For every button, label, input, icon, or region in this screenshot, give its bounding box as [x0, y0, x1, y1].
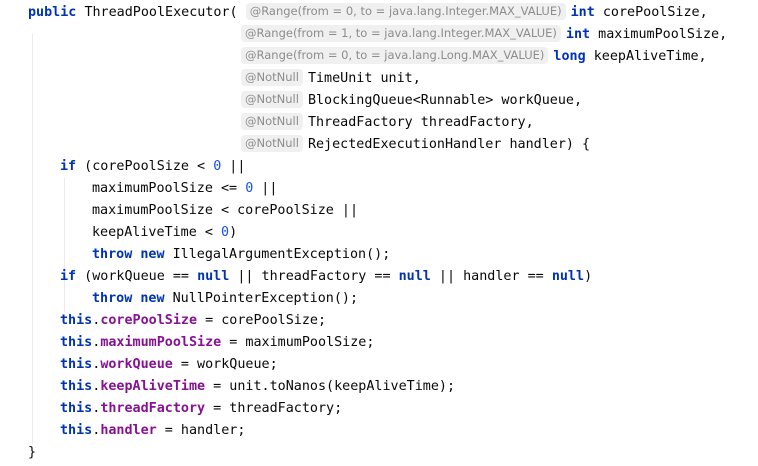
- paren-close: ): [584, 269, 593, 284]
- code-line-9[interactable]: maximumPoolSize <= 0 ||: [92, 178, 277, 200]
- condition-text: || handler ==: [430, 269, 552, 284]
- param-unit: TimeUnit unit,: [307, 71, 421, 86]
- field-core-pool-size: corePoolSize: [100, 313, 198, 328]
- exception-illegal-argument: IllegalArgumentException();: [164, 247, 391, 262]
- assignment-rhs: = threadFactory;: [205, 401, 343, 416]
- assignment-rhs: = maximumPoolSize;: [221, 335, 375, 350]
- keyword-long: long: [553, 49, 586, 64]
- keyword-this: this: [60, 379, 93, 394]
- param-keep-alive-time: keepAliveTime,: [593, 49, 707, 64]
- code-line-10[interactable]: maximumPoolSize < corePoolSize ||: [92, 200, 358, 222]
- field-keep-alive-time: keepAliveTime: [100, 379, 206, 394]
- field-handler: handler: [100, 423, 157, 438]
- param-thread-factory: ThreadFactory threadFactory,: [307, 115, 534, 130]
- code-line-13[interactable]: if (workQueue == null || threadFactory =…: [60, 266, 592, 288]
- dot: .: [92, 423, 101, 438]
- dot: .: [92, 313, 101, 328]
- code-line-14[interactable]: throw new NullPointerException();: [92, 288, 358, 310]
- code-line-15[interactable]: this.corePoolSize = corePoolSize;: [60, 310, 326, 332]
- condition-text: maximumPoolSize < corePoolSize ||: [92, 203, 359, 218]
- exception-null-pointer: NullPointerException();: [164, 291, 359, 306]
- dot: .: [92, 379, 101, 394]
- parameter-hint-notnull: @NotNull: [241, 69, 303, 86]
- code-line-19[interactable]: this.threadFactory = threadFactory;: [60, 398, 342, 420]
- condition-text: (corePoolSize <: [76, 159, 214, 174]
- param-maximum-pool-size: maximumPoolSize,: [598, 27, 728, 42]
- keyword-this: this: [60, 313, 93, 328]
- assignment-rhs: = workQueue;: [172, 357, 278, 372]
- parameter-hint-range: @Range(from = 0, to = java.lang.Long.MAX…: [241, 47, 549, 64]
- parameter-hint-notnull: @NotNull: [241, 113, 303, 130]
- keyword-int: int: [570, 5, 595, 20]
- code-line-18[interactable]: this.keepAliveTime = unit.toNanos(keepAl…: [60, 376, 455, 398]
- dot: .: [92, 335, 101, 350]
- param-core-pool-size: corePoolSize,: [602, 5, 708, 20]
- indent-guide-outer: [32, 34, 33, 444]
- param-handler: RejectedExecutionHandler handler) {: [307, 137, 591, 152]
- code-line-21[interactable]: }: [28, 442, 36, 464]
- code-line-12[interactable]: throw new IllegalArgumentException();: [92, 244, 390, 266]
- keyword-public: public: [28, 5, 77, 20]
- keyword-throw: throw: [92, 291, 133, 306]
- closing-brace: }: [28, 445, 37, 460]
- keyword-null: null: [398, 269, 431, 284]
- code-line-4[interactable]: @NotNull TimeUnit unit,: [241, 68, 421, 90]
- operator-or: ||: [221, 159, 246, 174]
- keyword-this: this: [60, 357, 93, 372]
- keyword-throw: throw: [92, 247, 133, 262]
- parameter-hint-notnull: @NotNull: [241, 91, 303, 108]
- keyword-int: int: [565, 27, 591, 42]
- dot: .: [92, 401, 101, 416]
- assignment-rhs: = handler;: [156, 423, 246, 438]
- code-line-11[interactable]: keepAliveTime < 0): [92, 222, 237, 244]
- assignment-rhs: = corePoolSize;: [197, 313, 327, 328]
- code-line-3[interactable]: @Range(from = 0, to = java.lang.Long.MAX…: [241, 46, 707, 68]
- dot: .: [92, 357, 101, 372]
- keyword-this: this: [60, 401, 93, 416]
- constructor-name: ThreadPoolExecutor(: [84, 5, 238, 20]
- keyword-if: if: [60, 269, 77, 284]
- parameter-hint-range: @Range(from = 1, to = java.lang.Integer.…: [241, 25, 561, 42]
- keyword-null: null: [551, 269, 585, 284]
- keyword-new: new: [140, 247, 165, 262]
- field-maximum-pool-size: maximumPoolSize: [100, 335, 222, 350]
- code-line-5[interactable]: @NotNull BlockingQueue<Runnable> workQueu…: [241, 90, 582, 112]
- code-line-2[interactable]: @Range(from = 1, to = java.lang.Integer.…: [241, 24, 727, 46]
- code-line-16[interactable]: this.maximumPoolSize = maximumPoolSize;: [60, 332, 374, 354]
- keyword-null: null: [197, 269, 230, 284]
- indent-guide-inner: [64, 178, 65, 312]
- keyword-this: this: [60, 335, 93, 350]
- operator-or: ||: [253, 181, 278, 196]
- code-line-7[interactable]: @NotNull RejectedExecutionHandler handler…: [241, 134, 590, 156]
- condition-text: maximumPoolSize <=: [92, 181, 246, 196]
- parameter-hint-range: @Range(from = 0, to = java.lang.Integer.…: [245, 3, 566, 20]
- code-line-17[interactable]: this.workQueue = workQueue;: [60, 354, 278, 376]
- code-line-20[interactable]: this.handler = handler;: [60, 420, 245, 442]
- condition-text: || threadFactory ==: [229, 269, 399, 284]
- parameter-hint-notnull: @NotNull: [241, 135, 303, 152]
- keyword-new: new: [140, 291, 165, 306]
- code-line-1[interactable]: public ThreadPoolExecutor( @Range(from =…: [28, 2, 708, 24]
- condition-text: (workQueue ==: [76, 269, 198, 284]
- keyword-this: this: [60, 423, 93, 438]
- keyword-if: if: [60, 159, 77, 174]
- condition-text: keepAliveTime <: [92, 225, 221, 240]
- number-literal: 0: [245, 181, 254, 196]
- field-thread-factory: threadFactory: [100, 401, 206, 416]
- code-line-6[interactable]: @NotNull ThreadFactory threadFactory,: [241, 112, 534, 134]
- number-literal: 0: [213, 159, 222, 174]
- param-work-queue: BlockingQueue<Runnable> workQueue,: [307, 93, 583, 108]
- field-work-queue: workQueue: [100, 357, 173, 372]
- number-literal: 0: [221, 225, 230, 240]
- paren-close: ): [229, 225, 238, 240]
- code-line-8[interactable]: if (corePoolSize < 0 ||: [60, 156, 245, 178]
- assignment-rhs: = unit.toNanos(keepAliveTime);: [205, 379, 456, 394]
